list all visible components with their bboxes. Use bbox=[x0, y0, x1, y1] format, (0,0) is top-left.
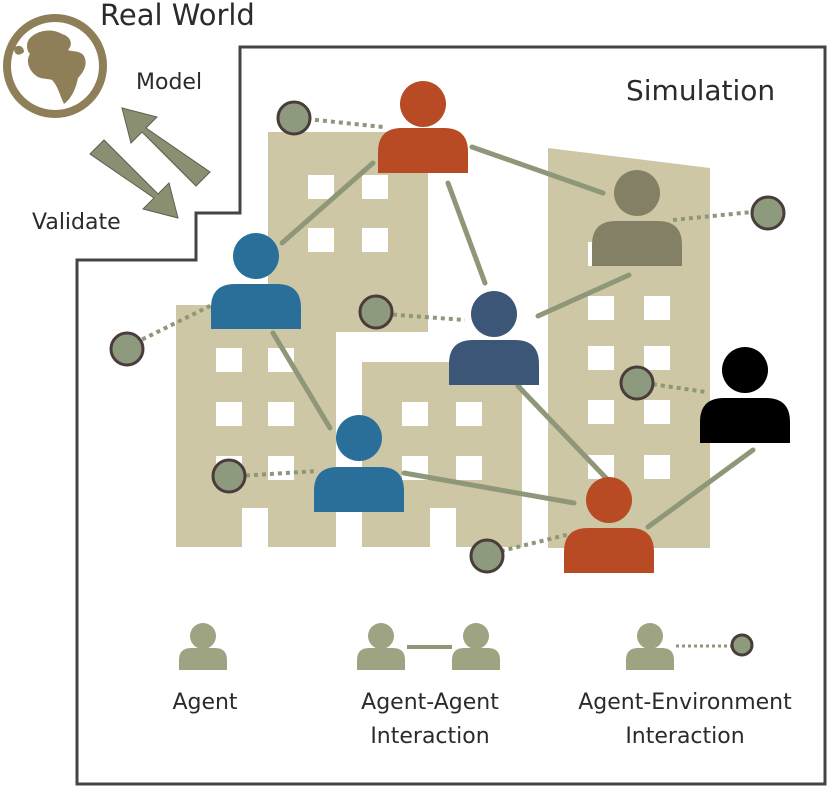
agent-head bbox=[722, 347, 768, 393]
window bbox=[268, 402, 294, 426]
agent-agent-link bbox=[515, 383, 609, 481]
agent-body bbox=[179, 648, 227, 670]
agent-head bbox=[233, 233, 279, 279]
agent-head bbox=[586, 477, 632, 523]
window bbox=[362, 228, 388, 252]
building-left bbox=[176, 305, 336, 547]
environment-node bbox=[750, 195, 786, 231]
agent-blue-bottom bbox=[314, 415, 404, 512]
environment-node bbox=[619, 365, 655, 401]
window bbox=[588, 400, 614, 424]
agent-environment-links bbox=[134, 117, 753, 555]
window bbox=[362, 175, 388, 199]
legend-agent-environment-line2: Interaction bbox=[625, 724, 745, 749]
simulation-frame bbox=[75, 45, 827, 786]
legend-agent-agent-line2: Interaction bbox=[370, 724, 490, 749]
environment-node bbox=[276, 100, 312, 136]
legend-agent-label: Agent bbox=[130, 686, 280, 720]
legend-agent-text: Agent bbox=[172, 690, 238, 715]
agent-body bbox=[378, 128, 468, 173]
legend-agent-environment-line1: Agent-Environment bbox=[578, 690, 792, 715]
agent-environment-link bbox=[134, 303, 213, 345]
legend-agent-environment-icon bbox=[626, 623, 754, 670]
globe-landmass bbox=[14, 45, 24, 55]
window bbox=[308, 175, 334, 199]
environment-node bbox=[211, 458, 247, 494]
agent-orange-bottom bbox=[564, 477, 654, 573]
agent-body bbox=[592, 221, 682, 266]
agent-head bbox=[463, 623, 489, 649]
window bbox=[216, 348, 242, 372]
agent-head bbox=[190, 623, 216, 649]
environment-node bbox=[358, 294, 394, 330]
model-label: Model bbox=[136, 70, 203, 95]
agent-head bbox=[368, 623, 394, 649]
agent-blue-left bbox=[211, 233, 301, 329]
window bbox=[644, 346, 670, 370]
model-arrow bbox=[121, 107, 211, 187]
validate-label: Validate bbox=[32, 210, 121, 235]
agent-agent-link bbox=[445, 180, 488, 286]
agent-grey bbox=[592, 170, 682, 266]
agent-head bbox=[614, 170, 660, 216]
window bbox=[456, 456, 482, 480]
globe-europe-africa bbox=[27, 30, 86, 104]
agent-orange-top bbox=[378, 81, 468, 173]
agent-navy bbox=[449, 291, 539, 385]
agent-agent-link bbox=[279, 160, 376, 246]
agent-agent-link bbox=[401, 470, 577, 506]
window bbox=[402, 402, 428, 426]
legend-agent-environment-label: Agent-Environment Interaction bbox=[560, 686, 810, 754]
window bbox=[588, 296, 614, 320]
agent-body bbox=[626, 648, 674, 670]
globe-icon bbox=[3, 14, 107, 118]
door bbox=[430, 508, 456, 548]
environment-node bbox=[469, 538, 505, 574]
validate-arrow bbox=[89, 139, 179, 219]
environment-nodes bbox=[109, 100, 786, 574]
agent-head bbox=[336, 415, 382, 461]
agent-body bbox=[564, 528, 654, 573]
window bbox=[456, 402, 482, 426]
agent-body bbox=[211, 284, 301, 329]
agent-black bbox=[700, 347, 790, 443]
agent-head bbox=[471, 291, 517, 337]
agent-body bbox=[452, 648, 500, 670]
agent-environment-link bbox=[237, 469, 319, 478]
agent-environment-link bbox=[384, 312, 466, 322]
agent-agent-link bbox=[270, 330, 333, 431]
environment-node bbox=[730, 633, 754, 657]
window bbox=[644, 400, 670, 424]
window bbox=[308, 228, 334, 252]
agent-environment-link bbox=[306, 117, 384, 129]
window bbox=[268, 456, 294, 480]
agent-agent-links bbox=[270, 144, 756, 530]
agent-agent-link bbox=[469, 144, 606, 196]
agent-body bbox=[449, 340, 539, 385]
agent-environment-link bbox=[672, 210, 753, 222]
environment-node bbox=[109, 331, 145, 367]
window bbox=[644, 296, 670, 320]
legend-agent-agent-label: Agent-Agent Interaction bbox=[320, 686, 540, 754]
window bbox=[216, 402, 242, 426]
agent-head bbox=[400, 81, 446, 127]
legend-agent-agent-icon bbox=[357, 623, 500, 670]
real-world-label: Real World bbox=[100, 0, 255, 32]
agent-agent-link bbox=[645, 447, 756, 530]
agent-environment-link bbox=[644, 381, 707, 394]
agent-body bbox=[357, 648, 405, 670]
legend-agent-icon bbox=[179, 623, 227, 670]
agent-body bbox=[700, 398, 790, 443]
window bbox=[588, 346, 614, 370]
agent-body bbox=[314, 467, 404, 512]
agent-environment-link bbox=[492, 532, 571, 555]
window bbox=[644, 455, 670, 479]
door bbox=[242, 508, 268, 548]
simulation-label: Simulation bbox=[626, 74, 776, 107]
agent-agent-link bbox=[535, 272, 632, 319]
agent-head bbox=[637, 623, 663, 649]
legend-agent-agent-line1: Agent-Agent bbox=[361, 690, 499, 715]
